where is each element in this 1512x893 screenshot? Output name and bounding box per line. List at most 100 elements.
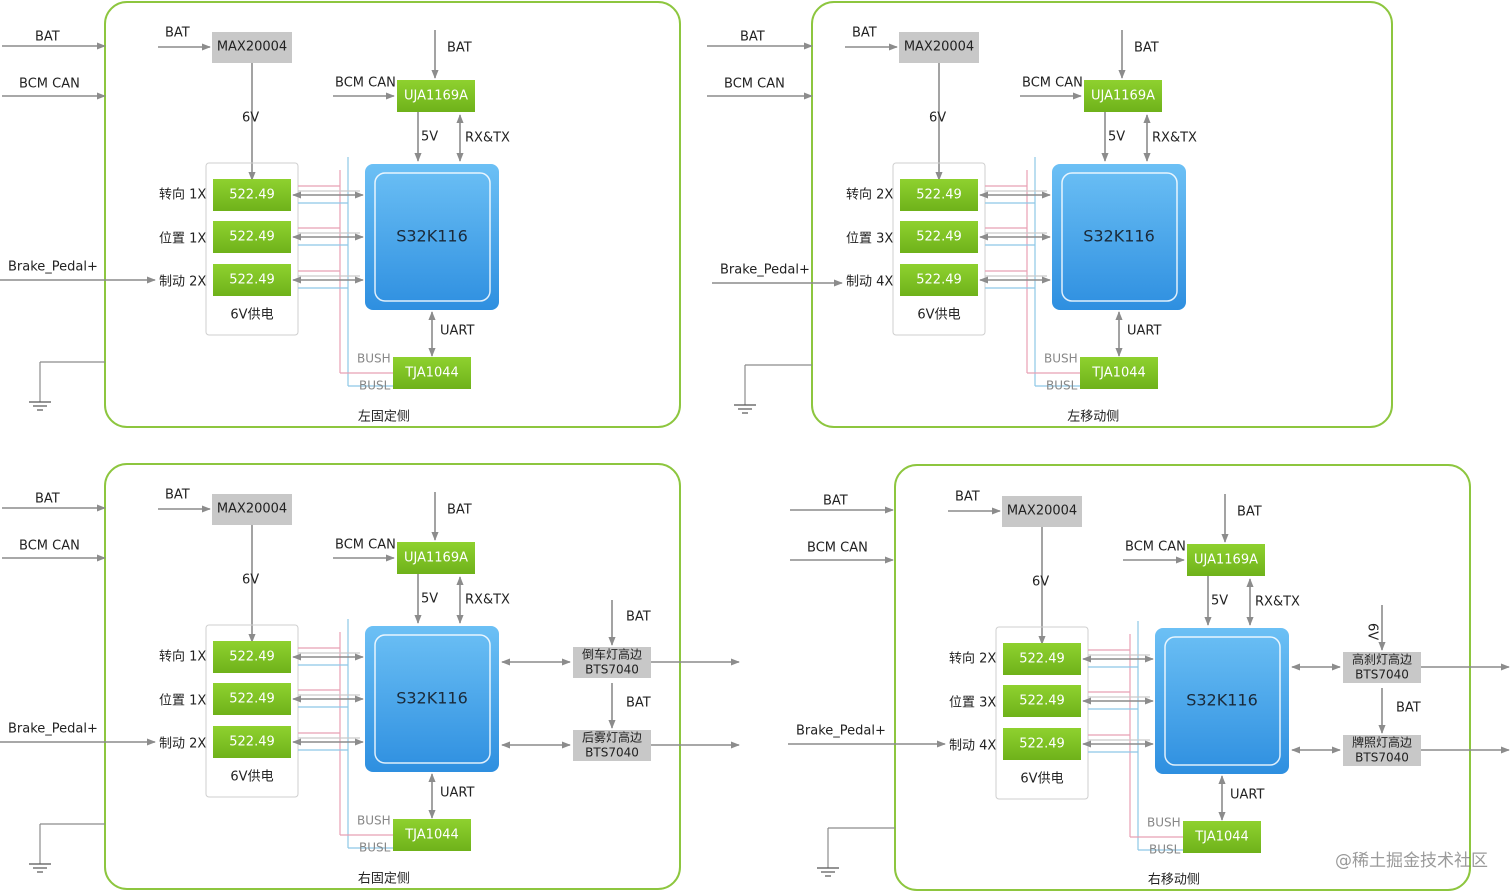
bush-label: BUSH xyxy=(357,814,391,828)
driver-chip xyxy=(900,221,978,253)
driver-row: 转向 1X 522.49 xyxy=(159,641,364,673)
mcu-label: S32K116 xyxy=(396,689,468,708)
regulator-block xyxy=(899,32,979,63)
lin-label: TJA1044 xyxy=(404,828,459,843)
driver-chip xyxy=(213,221,291,253)
driver-chip xyxy=(1003,685,1081,717)
mcu-inner-border xyxy=(1061,172,1178,302)
can-input-label: BCM CAN xyxy=(807,541,868,556)
load-name-label: 倒车灯高边 xyxy=(582,647,642,662)
lin-label: TJA1044 xyxy=(404,366,459,381)
transceiver-can-label: BCM CAN xyxy=(1022,76,1083,91)
panel-frame xyxy=(811,1,1393,428)
lin-block xyxy=(393,819,471,851)
load-part-label: BTS7040 xyxy=(585,663,639,677)
mcu-inner-border xyxy=(374,634,491,764)
load-part-label: BTS7040 xyxy=(585,746,639,760)
driver-tag-label: 制动 2X xyxy=(159,737,206,752)
transceiver-block xyxy=(397,80,475,112)
driver-chip-label: 522.49 xyxy=(916,273,962,288)
driver-tag-label: 位置 1X xyxy=(159,694,206,709)
bat-input-label: BAT xyxy=(35,30,60,45)
regulator-label: MAX20004 xyxy=(217,502,287,517)
driver-tag-label: 转向 1X xyxy=(159,187,206,203)
transceiver-rxtx-label: RX&TX xyxy=(1255,595,1300,610)
driver-chip xyxy=(1003,643,1081,675)
driver-chip xyxy=(213,264,291,296)
driver-chip xyxy=(900,179,978,211)
driver-chip xyxy=(213,641,291,673)
can-input-label: BCM CAN xyxy=(724,77,785,92)
mcu-block xyxy=(1052,164,1186,310)
driver-group-frame xyxy=(892,162,986,336)
driver-tag-label: 转向 2X xyxy=(846,187,893,203)
driver-row: 制动 4X 522.49 xyxy=(846,264,1051,296)
transceiver-block xyxy=(1187,544,1265,576)
driver-row: 制动 2X 522.49 xyxy=(159,264,364,296)
lin-block xyxy=(1183,821,1261,853)
load-part-label: BTS7040 xyxy=(1355,668,1409,682)
transceiver-can-label: BCM CAN xyxy=(1125,540,1186,555)
transceiver-bat-label: BAT xyxy=(447,41,472,56)
bush-label: BUSH xyxy=(1147,816,1181,830)
transceiver-bat-label: BAT xyxy=(447,503,472,518)
transceiver-5v-label: 5V xyxy=(421,592,438,607)
driver-supply-label: 6V供电 xyxy=(230,308,273,323)
mcu-block xyxy=(1155,628,1289,774)
uart-label: UART xyxy=(1127,324,1161,339)
load-supply-label: BAT xyxy=(626,696,651,711)
driver-chip-label: 522.49 xyxy=(229,735,275,750)
regulator-6v-label: 6V xyxy=(1032,575,1049,590)
driver-tag-label: 转向 2X xyxy=(949,651,996,667)
brake-input-label: Brake_Pedal+ xyxy=(8,722,98,737)
regulator-6v-label: 6V xyxy=(929,111,946,126)
driver-tag-label: 转向 1X xyxy=(159,649,206,665)
regulator-label: MAX20004 xyxy=(217,40,287,55)
regulator-block xyxy=(212,494,292,525)
panel-frame xyxy=(104,1,681,428)
load-switch-block xyxy=(573,730,651,761)
driver-chip-label: 522.49 xyxy=(1019,652,1065,667)
busl-label: BUSL xyxy=(359,841,391,855)
transceiver-can-label: BCM CAN xyxy=(335,76,396,91)
driver-chip xyxy=(213,683,291,715)
bush-label: BUSH xyxy=(1044,352,1078,366)
lin-label: TJA1044 xyxy=(1091,366,1146,381)
mcu-label: S32K116 xyxy=(1186,691,1258,710)
busl-label: BUSL xyxy=(359,379,391,393)
driver-chip-label: 522.49 xyxy=(1019,737,1065,752)
driver-chip xyxy=(213,179,291,211)
driver-tag-label: 制动 4X xyxy=(846,275,893,290)
uart-label: UART xyxy=(440,786,474,801)
regulator-6v-label: 6V xyxy=(242,573,259,588)
panel-frame xyxy=(894,464,1471,891)
transceiver-5v-label: 5V xyxy=(421,130,438,145)
mcu-block xyxy=(365,626,499,772)
driver-chip-label: 522.49 xyxy=(229,650,275,665)
driver-chip-label: 522.49 xyxy=(229,273,275,288)
driver-group-frame xyxy=(205,162,299,336)
driver-tag-label: 制动 2X xyxy=(159,275,206,290)
lin-block xyxy=(393,357,471,389)
regulator-label: MAX20004 xyxy=(1007,504,1077,519)
driver-row: 转向 2X 522.49 xyxy=(949,643,1154,675)
load-name-label: 后雾灯高边 xyxy=(582,730,642,745)
lin-label: TJA1044 xyxy=(1194,830,1249,845)
regulator-bat-label: BAT xyxy=(165,488,190,503)
transceiver-label: UJA1169A xyxy=(1091,89,1155,104)
panel-frame xyxy=(104,463,681,890)
regulator-6v-label: 6V xyxy=(242,111,259,126)
driver-chip-label: 522.49 xyxy=(916,230,962,245)
brake-input-label: Brake_Pedal+ xyxy=(796,724,886,739)
driver-chip xyxy=(900,264,978,296)
load-switch-block xyxy=(1343,652,1421,683)
regulator-bat-label: BAT xyxy=(852,26,877,41)
regulator-block xyxy=(212,32,292,63)
